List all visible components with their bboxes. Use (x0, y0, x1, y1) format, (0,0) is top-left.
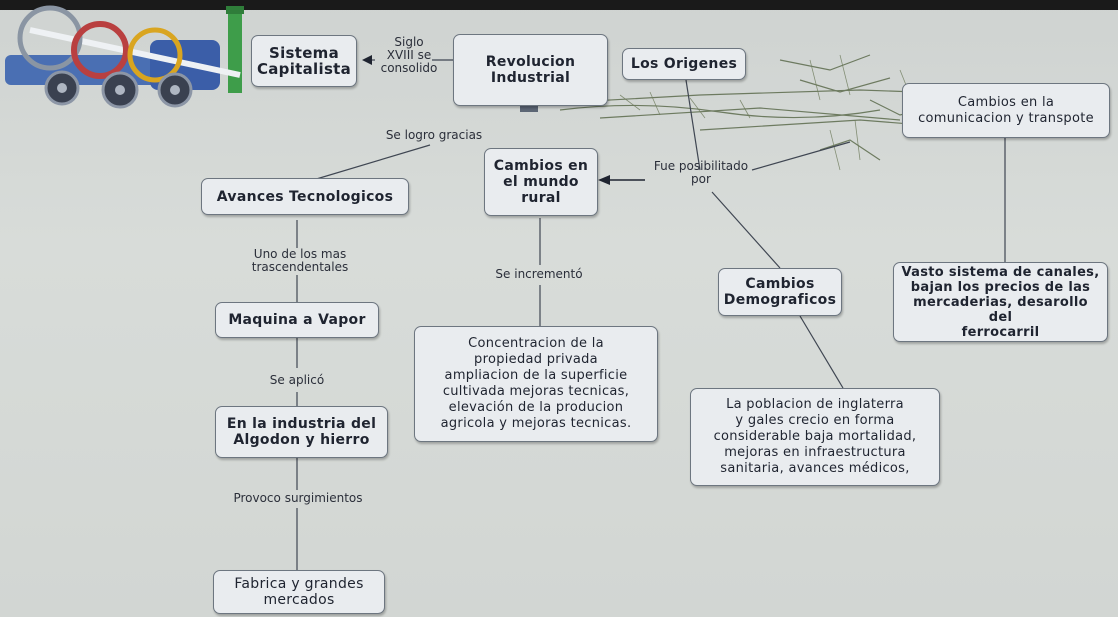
node-industria-algodon[interactable]: En la industria del Algodon y hierro (215, 406, 388, 458)
node-canales-ferrocarril[interactable]: Vasto sistema de canales, bajan los prec… (893, 262, 1108, 342)
label-fue-posibilitado: Fue posibilitado por (653, 159, 749, 186)
node-revolucion-industrial[interactable]: Revolucion Industrial (453, 34, 608, 106)
node-poblacion-inglaterra[interactable]: La poblacion de inglaterra y gales creci… (690, 388, 940, 486)
node-los-origenes[interactable]: Los Origenes (622, 48, 746, 80)
node-comunicacion-transporte[interactable]: Cambios en la comunicacion y transpote (902, 83, 1110, 138)
node-avances-tecnologicos[interactable]: Avances Tecnologicos (201, 178, 409, 215)
node-sistema-capitalista[interactable]: Sistema Capitalista (251, 35, 357, 87)
connector (751, 141, 851, 171)
connector (685, 79, 701, 171)
label-provoco-surgimientos: Provoco surgimientos (233, 491, 363, 505)
steam-train-icon (5, 5, 244, 109)
label-uno-de-los-mas: Uno de los mas trascendentales (251, 247, 349, 274)
arrowhead-icon (598, 175, 610, 185)
label-se-aplico: Se aplicó (269, 373, 325, 387)
connector (711, 191, 781, 269)
node-concentracion-propiedad[interactable]: Concentracion de la propiedad privada am… (414, 326, 658, 442)
label-se-incremento: Se incrementó (495, 267, 583, 281)
connector (799, 315, 844, 389)
node-maquina-vapor[interactable]: Maquina a Vapor (215, 302, 379, 338)
label-siglo-xviii: Siglo XVIII se consolido (380, 35, 438, 75)
label-se-logro-gracias: Se logro gracias (385, 128, 483, 142)
top-edge-bar (0, 0, 1118, 10)
gear-yellow-icon (127, 27, 183, 83)
node-fabrica-mercados[interactable]: Fabrica y grandes mercados (213, 570, 385, 614)
connector (302, 144, 431, 184)
node-cambios-demograficos[interactable]: Cambios Demograficos (718, 268, 842, 316)
gear-red-icon (71, 21, 129, 79)
node-cambios-mundo-rural[interactable]: Cambios en el mundo rural (484, 148, 598, 216)
arrowhead-icon (362, 55, 372, 65)
train-rod (29, 27, 241, 78)
